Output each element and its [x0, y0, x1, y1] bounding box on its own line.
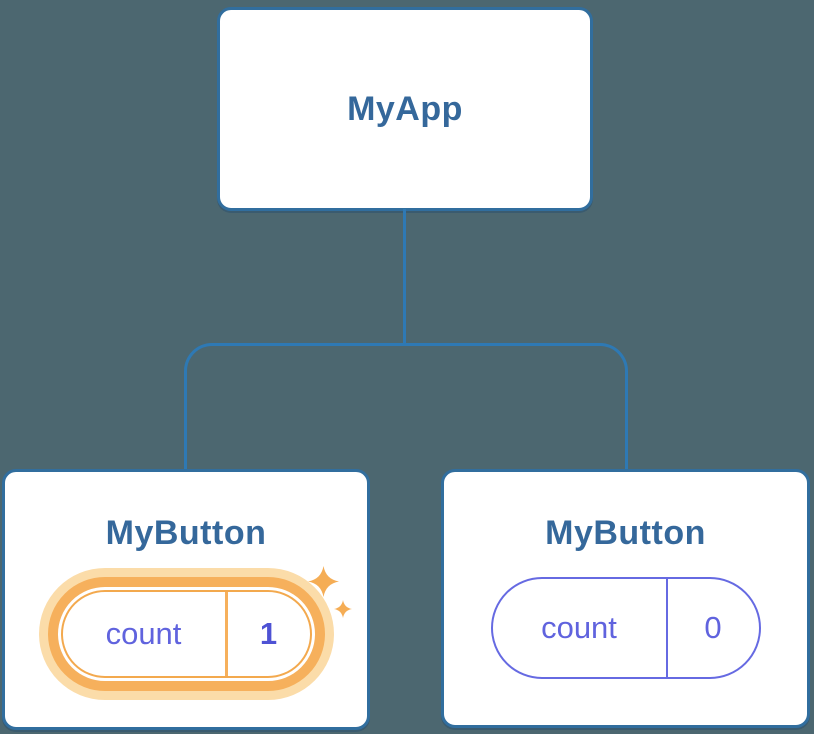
sparkle-icon-large [307, 566, 339, 597]
state-value: 0 [704, 610, 722, 645]
state-pill: count 0 [490, 577, 761, 679]
tree-node-myapp: MyApp [217, 7, 593, 211]
sparkle-icon-small [333, 600, 352, 618]
node-label: MyButton [545, 514, 706, 552]
tree-node-mybutton-left: MyButton count 1 [2, 469, 370, 730]
state-key: count [493, 579, 668, 677]
state-value: 1 [259, 616, 278, 651]
connector-branch [184, 343, 628, 471]
node-label: MyButton [105, 514, 267, 552]
state-key: count [63, 592, 228, 676]
node-label: MyApp [347, 90, 463, 128]
tree-node-mybutton-right: MyButton count 0 [441, 469, 810, 728]
connector-root-stem [403, 209, 406, 345]
state-pill-highlighted: count 1 [47, 566, 352, 691]
